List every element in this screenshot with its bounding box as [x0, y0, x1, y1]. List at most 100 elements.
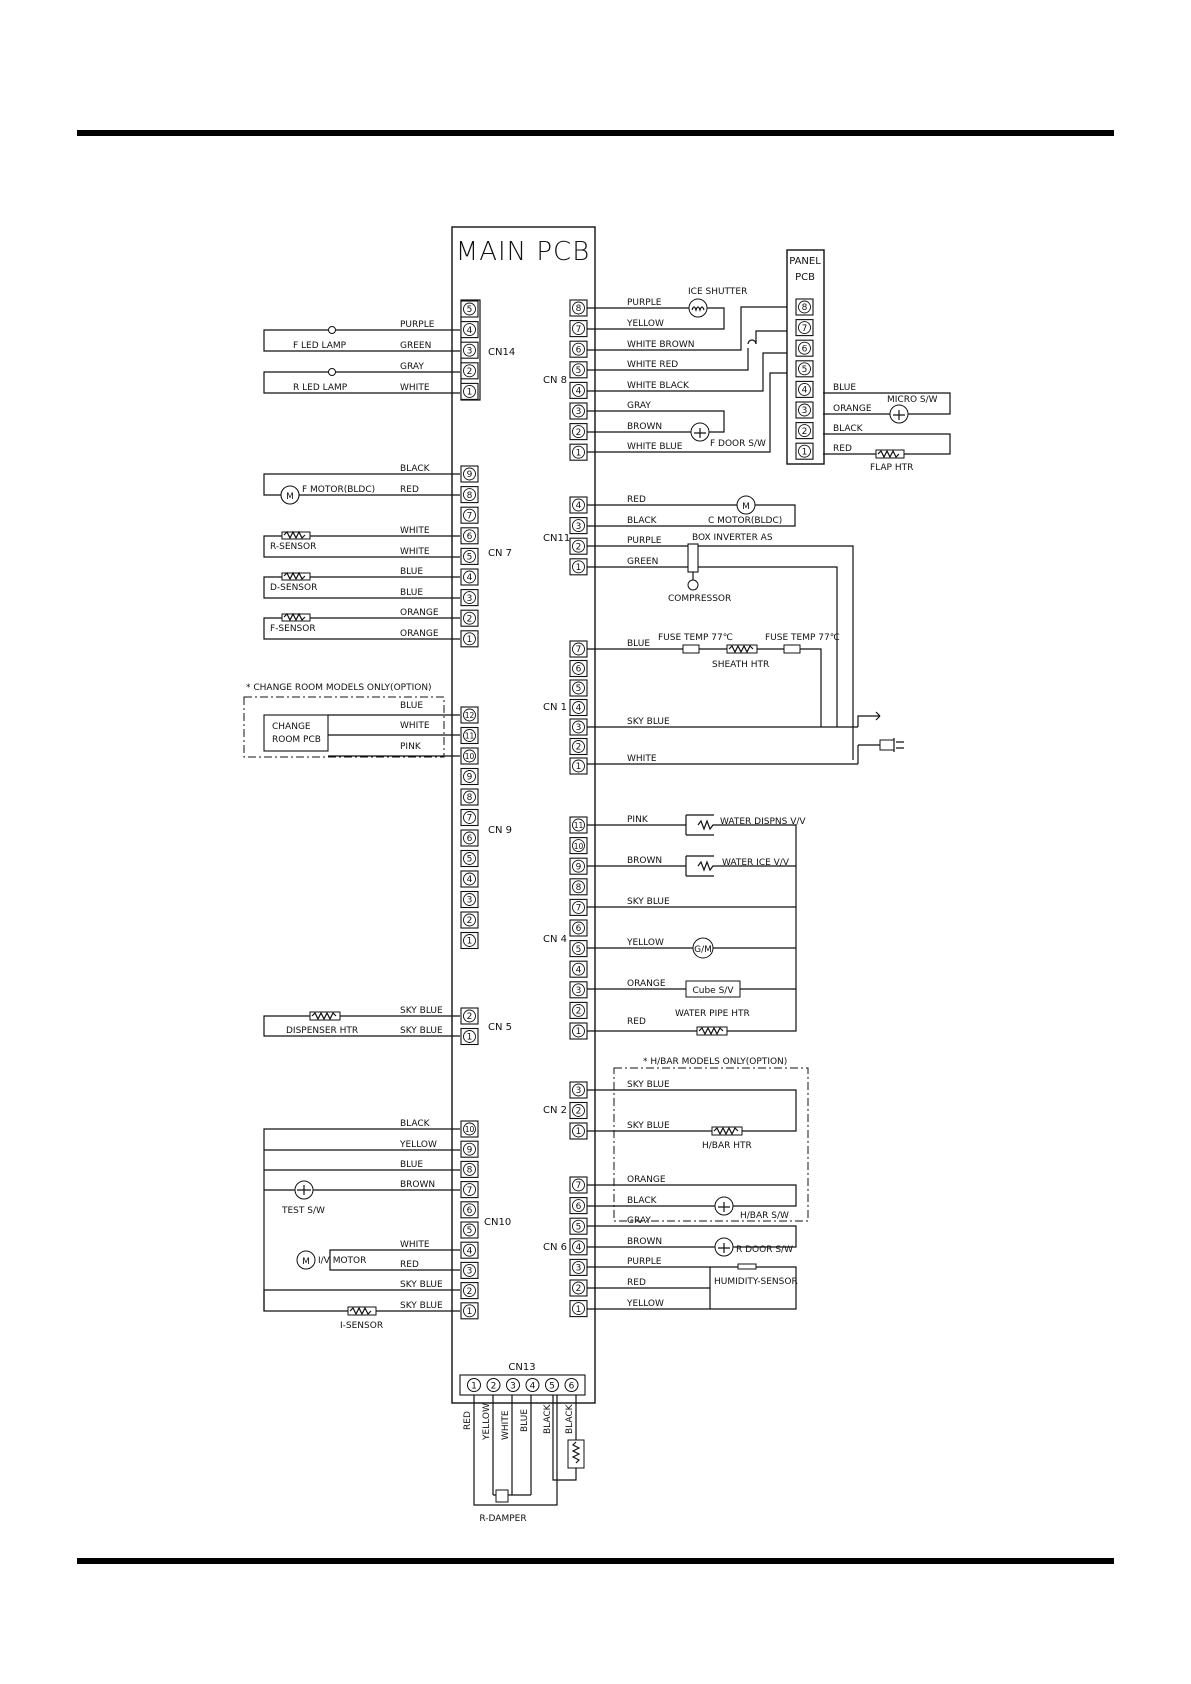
cn4-pin-ring-4: [572, 962, 585, 976]
panel-pin-number-8: 8: [802, 303, 808, 313]
cn8-pin-number-5: 5: [576, 366, 582, 376]
cn6-pin-number-7: 7: [576, 1181, 582, 1191]
cn10-pin-ring-6: [463, 1203, 476, 1217]
panel-pin-ring-1: [798, 444, 811, 458]
panel-pin-ring-5: [798, 362, 811, 376]
cn4-pin-ring-1: [572, 1024, 585, 1038]
cn9-pin-number-11: 11: [465, 732, 475, 741]
wire-panel-4: BLUE: [833, 383, 856, 393]
wire-cn13-4: BLUE: [520, 1409, 530, 1432]
cn9-pin-number-6: 6: [467, 834, 473, 844]
hbar-switch-symbol: [714, 1196, 734, 1216]
water-ice-valve-symbol: [685, 855, 796, 877]
cn1-label: CN 1: [543, 702, 567, 713]
cn11-pin-number-2: 2: [576, 542, 582, 552]
cn4-pin-ring-11: [572, 818, 585, 832]
cn7-pin-number-5: 5: [467, 553, 473, 563]
cn1-pin-ring-6: [572, 662, 585, 675]
cn9-pin-ring-12: [463, 708, 476, 722]
cn13-label: CN13: [508, 1362, 535, 1373]
change-room-option-note: * CHANGE ROOM MODELS ONLY(OPTION): [246, 683, 432, 693]
wire-cn7-8: RED: [400, 485, 419, 495]
r-door-switch-symbol: [714, 1237, 734, 1257]
cn13-pin-number-5: 5: [549, 1382, 555, 1392]
micro-switch-symbol: [889, 404, 909, 424]
cn7-pin-number-8: 8: [467, 491, 473, 501]
wire-cn10-4: WHITE: [400, 1240, 430, 1250]
cn5-pin-ring-2: [463, 1009, 476, 1023]
cube-sv-box: [685, 980, 741, 998]
cn7-pin-ring-4: [463, 570, 476, 584]
cn13-pin-ring-5: [545, 1378, 559, 1392]
cn8-pin-ring-2: [572, 425, 585, 439]
panel-pin-ring-7: [798, 321, 811, 335]
wire-cn7-3: BLUE: [400, 588, 423, 598]
cn10-pin-ring-5: [463, 1223, 476, 1237]
hbar-sw-label: H/BAR S/W: [740, 1211, 789, 1221]
wire-cn8-1: WHITE BLUE: [627, 442, 683, 452]
panel-pin-number-2: 2: [802, 427, 808, 437]
wire-cn10-3: RED: [400, 1260, 419, 1270]
cn5-pin-number-1: 1: [467, 1033, 473, 1043]
cn11-pin-ring-4: [572, 498, 585, 512]
cn4-pin-number-10: 10: [574, 842, 584, 851]
cn7-pin-number-1: 1: [467, 635, 473, 645]
cn9-pin-number-4: 4: [467, 875, 473, 885]
d-sensor-symbol: [281, 571, 311, 581]
cn9-pin-number-10: 10: [465, 752, 475, 761]
wire-cn11-4: RED: [627, 495, 646, 505]
cn7-label: CN 7: [488, 548, 512, 559]
cn11-pin-number-4: 4: [576, 501, 582, 511]
ice-shutter-symbol: [688, 298, 708, 318]
cn1-pin-ring-2: [572, 740, 585, 753]
dispenser-heater-symbol: [309, 1011, 341, 1021]
cn1-pin-number-3: 3: [576, 723, 582, 733]
r-door-sw-label: R DOOR S/W: [736, 1245, 793, 1255]
top-rule: [77, 130, 1114, 136]
panel-pin-number-4: 4: [802, 386, 808, 396]
cn1-pin-ring-1: [572, 759, 585, 773]
sheath-htr-label: SHEATH HTR: [712, 660, 769, 670]
cn10-pin-number-10: 10: [465, 1125, 475, 1134]
cn7-pin-number-6: 6: [467, 532, 473, 542]
cn1-pin-ring-3: [572, 720, 585, 734]
cn10-pin-number-5: 5: [467, 1226, 473, 1236]
cn4-label: CN 4: [543, 934, 567, 945]
cn4-pin-ring-3: [572, 983, 585, 997]
cn6-pin-ring-6: [572, 1199, 585, 1213]
cn9-pin-ring-11: [463, 729, 476, 742]
cn13-pin-number-2: 2: [491, 1382, 497, 1392]
wire-cn8-8: PURPLE: [627, 298, 662, 308]
cn7-pin-number-3: 3: [467, 594, 473, 604]
panel-pin-number-6: 6: [802, 344, 808, 354]
cn4-pin-number-5: 5: [576, 945, 582, 955]
cn8-pin-ring-3: [572, 404, 585, 418]
cn2-pin-ring-2: [572, 1104, 585, 1117]
cn1-pin-ring-7: [572, 642, 585, 656]
cn14-pin-number-4: 4: [467, 326, 473, 336]
cn7-pin-number-4: 4: [467, 573, 473, 583]
wire-cn8-4: WHITE BLACK: [627, 381, 690, 391]
wire-cn7-2: ORANGE: [400, 608, 439, 618]
cn1-pin-ring-4: [572, 701, 585, 714]
cn4-pin-number-1: 1: [576, 1027, 582, 1037]
cn4-pin-ring-5: [572, 942, 585, 956]
panel-pin-number-1: 1: [802, 447, 808, 457]
cn8-pin-ring-1: [572, 445, 585, 459]
wire-cn14-4: PURPLE: [400, 320, 435, 330]
cn10-pin-number-4: 4: [467, 1246, 473, 1256]
compressor-label: COMPRESSOR: [668, 594, 731, 604]
cn7-pin-number-2: 2: [467, 614, 473, 624]
cn9-pin-ring-5: [463, 852, 476, 865]
f-sensor-symbol: [281, 612, 311, 622]
cn10-label: CN10: [484, 1217, 511, 1228]
cn9-pin-ring-4: [463, 872, 476, 886]
i-sensor-symbol: [347, 1306, 377, 1316]
f-motor-symbol: [280, 485, 300, 505]
wire-panel-2: BLACK: [833, 424, 864, 434]
panel-pcb-title-line2: PCB: [795, 272, 815, 283]
cn9-pin-ring-3: [463, 893, 476, 906]
panel-pin-ring-8: [798, 300, 811, 314]
wire-cn4-3: ORANGE: [627, 979, 666, 989]
